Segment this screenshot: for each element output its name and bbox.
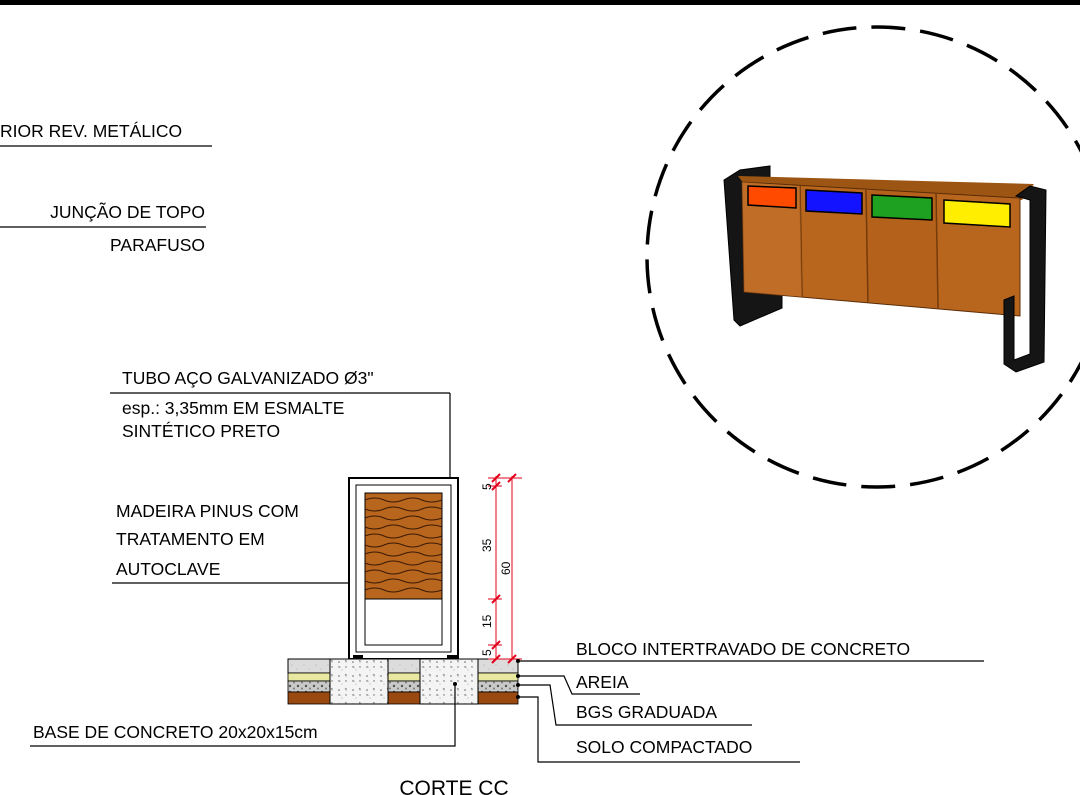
note-juncao-text: JUNÇÃO DE TOPO — [50, 201, 205, 222]
note-base-text: BASE DE CONCRETO 20x20x15cm — [33, 722, 318, 742]
bin-opening-green — [871, 194, 933, 221]
note-juncao: JUNÇÃO DE TOPO PARAFUSO — [0, 201, 206, 255]
note-tubo: TUBO AÇO GALVANIZADO Ø3" esp.: 3,35mm EM… — [110, 368, 452, 522]
dim-bottom: 5 — [480, 649, 494, 656]
ground-layers — [287, 658, 519, 705]
bin-opening-yellow — [943, 199, 1011, 228]
layer-leaders: BLOCO INTERTRAVADO DE CONCRETO AREIA BGS… — [516, 639, 984, 763]
note-bloco-text: BLOCO INTERTRAVADO DE CONCRETO — [576, 639, 910, 659]
bin-opening-blue — [805, 189, 863, 215]
bin-opening-orange — [747, 185, 797, 209]
note-areia-text: AREIA — [576, 672, 629, 692]
detail-circle — [645, 25, 1080, 489]
sheet-top-border — [0, 0, 1080, 5]
note-parafuso-text: PARAFUSO — [110, 235, 205, 255]
dimension-chain: 5 35 15 5 60 — [480, 473, 522, 664]
concrete-base-left — [329, 658, 389, 705]
dim-top: 5 — [480, 483, 494, 490]
concrete-base-right — [419, 658, 479, 705]
dim-wood: 35 — [480, 538, 494, 552]
note-madeira-line2: TRATAMENTO EM — [116, 529, 265, 549]
section-title: CORTE CC — [399, 777, 508, 795]
note-revestimento-text: RIOR REV. METÁLICO — [0, 121, 182, 141]
note-tubo-line1: TUBO AÇO GALVANIZADO Ø3" — [122, 368, 374, 388]
note-solo-text: SOLO COMPACTADO — [576, 737, 752, 757]
dim-gap: 15 — [480, 614, 494, 628]
note-tubo-line2: esp.: 3,35mm EM ESMALTE — [122, 398, 344, 418]
bin-illustration — [723, 165, 1047, 373]
note-tubo-line3: SINTÉTICO PRETO — [122, 421, 280, 441]
note-base: BASE DE CONCRETO 20x20x15cm — [30, 682, 457, 747]
bin-section — [348, 477, 459, 665]
dim-total: 60 — [499, 561, 513, 575]
note-madeira: MADEIRA PINUS COM TRATAMENTO EM AUTOCLAV… — [112, 501, 378, 585]
note-revestimento: RIOR REV. METÁLICO — [0, 121, 212, 147]
note-madeira-line3: AUTOCLAVE — [116, 559, 220, 579]
note-madeira-line1: MADEIRA PINUS COM — [116, 501, 299, 521]
note-bgs-text: BGS GRADUADA — [576, 702, 717, 722]
perspective-detail — [645, 25, 1080, 489]
